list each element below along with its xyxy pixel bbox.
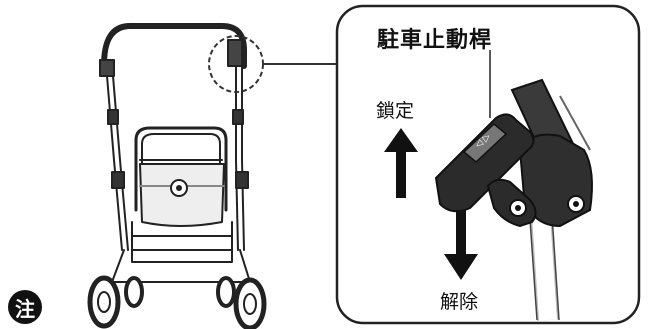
- callout-title: 駐車止動桿: [377, 28, 493, 53]
- parking-lever: ◁ ▷: [434, 113, 537, 228]
- rear-left-wheel: [124, 276, 144, 308]
- left-grip: [99, 59, 115, 77]
- note-badge: 注: [8, 290, 42, 324]
- front-right-wheel: [233, 277, 267, 329]
- right-grip: [227, 39, 243, 67]
- release-arrow-down: [444, 210, 478, 280]
- lock-arrow-up: [384, 128, 418, 198]
- seat-back: [134, 126, 228, 212]
- front-left-wheel: [87, 275, 121, 329]
- release-label: 解除: [440, 291, 479, 313]
- lock-label: 鎖定: [376, 100, 415, 122]
- rear-right-wheel: [216, 276, 236, 308]
- stroller-illustration: [87, 23, 267, 329]
- handle-bar: [101, 23, 247, 69]
